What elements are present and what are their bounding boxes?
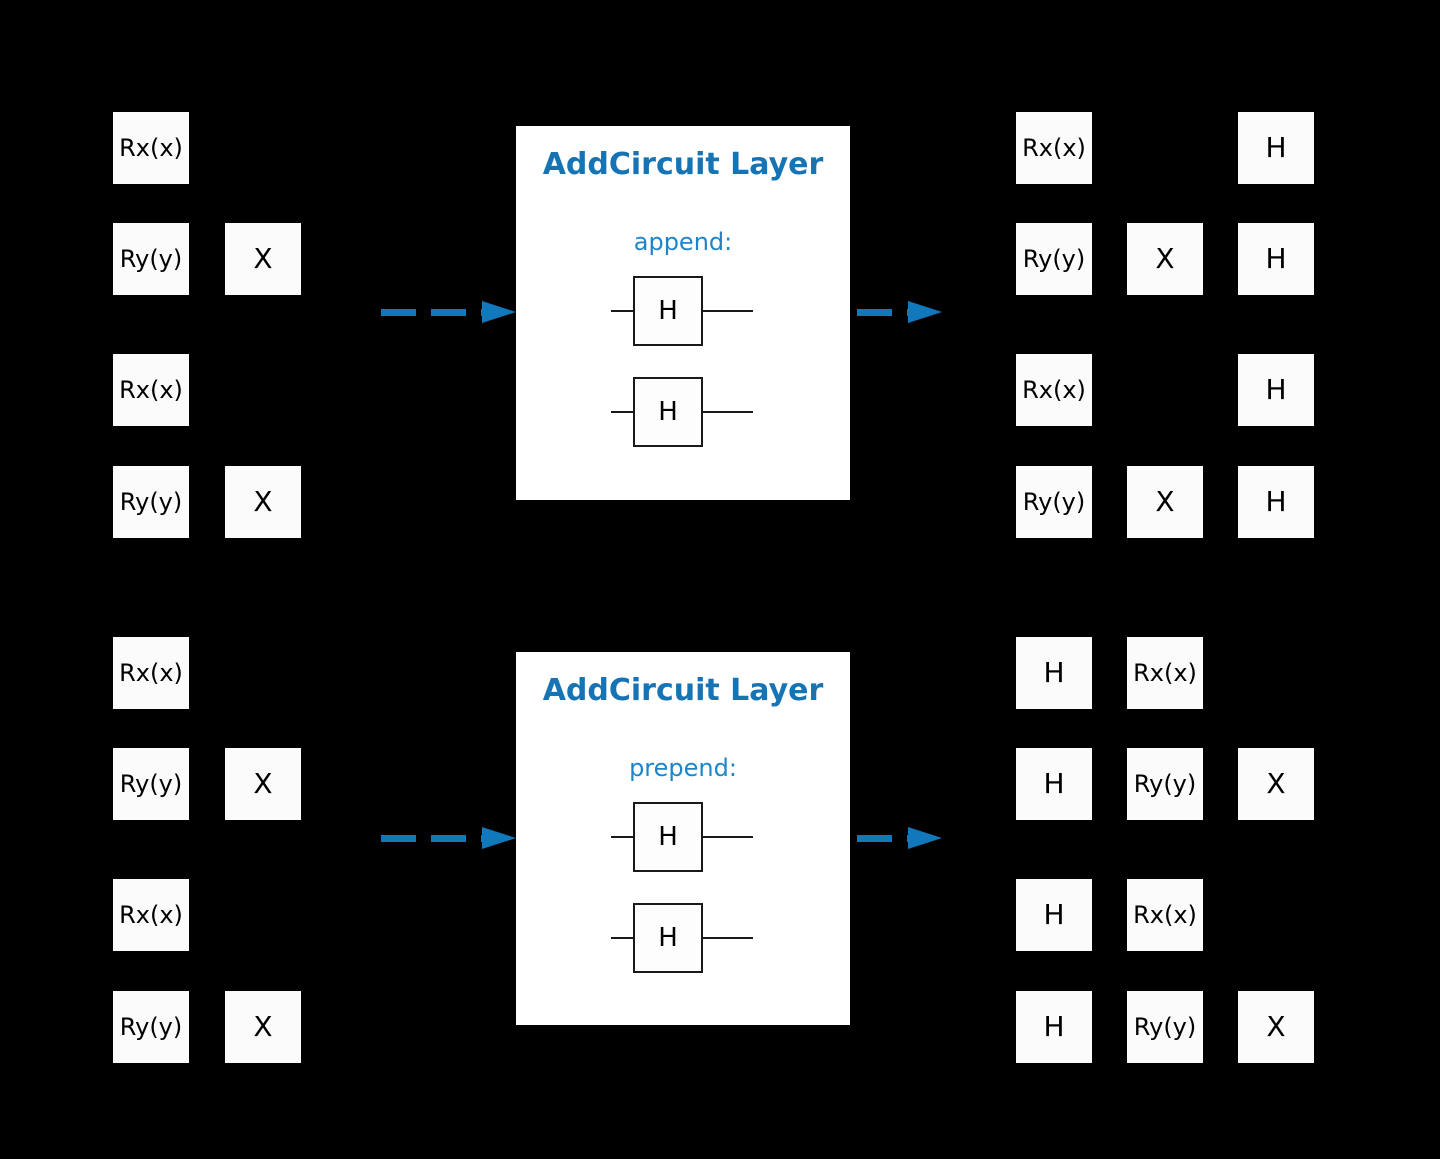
wire-segment xyxy=(703,937,753,939)
gate-box: Rx(x) xyxy=(1127,879,1203,951)
gate-box: H xyxy=(1016,748,1092,820)
gate-box: H xyxy=(633,903,703,973)
gate-box: X xyxy=(225,466,301,538)
gate-box: Rx(x) xyxy=(113,637,189,709)
gate-box: H xyxy=(1016,991,1092,1063)
append-input-arrow xyxy=(381,301,516,323)
prepend-layer-panel: AddCircuit Layer prepend: H H xyxy=(516,652,850,1025)
gate-box: H xyxy=(1238,354,1314,426)
append-layer-panel: AddCircuit Layer append: H H xyxy=(516,126,850,500)
append-output-arrow xyxy=(857,301,972,323)
gate-box: Rx(x) xyxy=(113,112,189,184)
gate-box: Rx(x) xyxy=(1127,637,1203,709)
layer-title: AddCircuit Layer xyxy=(542,147,824,182)
gate-box: X xyxy=(225,223,301,295)
wire-segment xyxy=(703,836,753,838)
gate-box: H xyxy=(1016,879,1092,951)
gate-box: H xyxy=(1238,112,1314,184)
gate-box: H xyxy=(633,377,703,447)
sub-circuit-wire: H xyxy=(611,276,757,346)
layer-mode-label: append: xyxy=(633,228,733,256)
gate-box: H xyxy=(1238,466,1314,538)
layer-title: AddCircuit Layer xyxy=(542,673,824,708)
gate-box: H xyxy=(633,802,703,872)
wire-segment xyxy=(611,310,635,312)
sub-circuit-wire: H xyxy=(611,903,757,973)
wire-segment xyxy=(611,411,635,413)
wire-segment xyxy=(703,411,753,413)
gate-box: X xyxy=(1238,991,1314,1063)
gate-box: H xyxy=(1016,637,1092,709)
prepend-output-arrow xyxy=(857,827,972,849)
gate-box: Ry(y) xyxy=(113,748,189,820)
gate-box: H xyxy=(1238,223,1314,295)
gate-box: H xyxy=(633,276,703,346)
layer-mode-label: prepend: xyxy=(629,754,737,782)
gate-box: X xyxy=(1127,223,1203,295)
gate-box: Ry(y) xyxy=(113,466,189,538)
wire-segment xyxy=(611,836,635,838)
gate-box: X xyxy=(225,748,301,820)
wire-segment xyxy=(703,310,753,312)
gate-box: Ry(y) xyxy=(1127,748,1203,820)
sub-circuit-wire: H xyxy=(611,802,757,872)
gate-box: Ry(y) xyxy=(113,223,189,295)
gate-box: Rx(x) xyxy=(113,879,189,951)
gate-box: X xyxy=(1127,466,1203,538)
gate-box: Ry(y) xyxy=(113,991,189,1063)
gate-box: Ry(y) xyxy=(1016,466,1092,538)
gate-box: Rx(x) xyxy=(1016,354,1092,426)
prepend-input-arrow xyxy=(381,827,516,849)
gate-box: X xyxy=(225,991,301,1063)
gate-box: Rx(x) xyxy=(113,354,189,426)
sub-circuit-wire: H xyxy=(611,377,757,447)
gate-box: Ry(y) xyxy=(1127,991,1203,1063)
gate-box: Rx(x) xyxy=(1016,112,1092,184)
gate-box: Ry(y) xyxy=(1016,223,1092,295)
gate-box: X xyxy=(1238,748,1314,820)
wire-segment xyxy=(611,937,635,939)
